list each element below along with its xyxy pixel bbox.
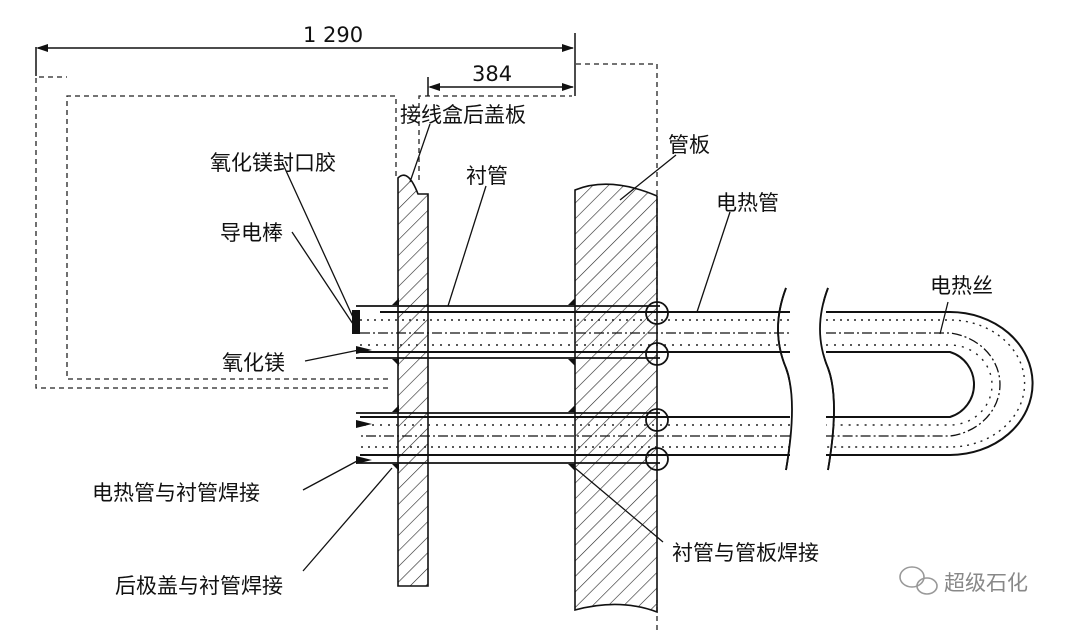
watermark-text: 超级石化 [944,571,1028,595]
dimension-inner: 384 [427,62,574,96]
liner-tubes [356,305,660,464]
tube-sheet-plate [574,183,658,614]
watermark: 超级石化 [899,566,1028,595]
label-heating-wire: 电热丝 [930,274,993,298]
label-liner-tube: 衬管 [466,164,508,188]
label-conductive-rod: 导电棒 [220,221,283,245]
label-mgo-seal-glue: 氧化镁封口胶 [210,151,336,175]
weld-points [392,298,575,471]
label-magnesium-oxide: 氧化镁 [222,351,285,375]
label-weld-back-cover-liner: 后极盖与衬管焊接 [115,574,283,598]
label-junction-box-back-cover: 接线盒后盖板 [400,103,526,127]
upper-heating-tube [360,311,1034,456]
dimension-inner-label: 384 [472,62,512,86]
wechat-icon [899,566,938,595]
label-weld-liner-tube-sheet: 衬管与管板焊接 [672,541,819,565]
break-marks [777,287,835,471]
junction-box-outline [35,63,658,630]
dimension-total: 1 290 [35,23,576,96]
back-cover-plate [397,174,429,587]
dimension-total-label: 1 290 [303,23,363,47]
leader-lines [281,123,949,572]
conductive-rod-ends [352,310,372,464]
label-weld-heating-tube-liner: 电热管与衬管焊接 [92,481,260,505]
weld-circles [645,301,669,471]
label-heating-tube: 电热管 [716,191,779,215]
label-tube-sheet: 管板 [668,133,710,157]
